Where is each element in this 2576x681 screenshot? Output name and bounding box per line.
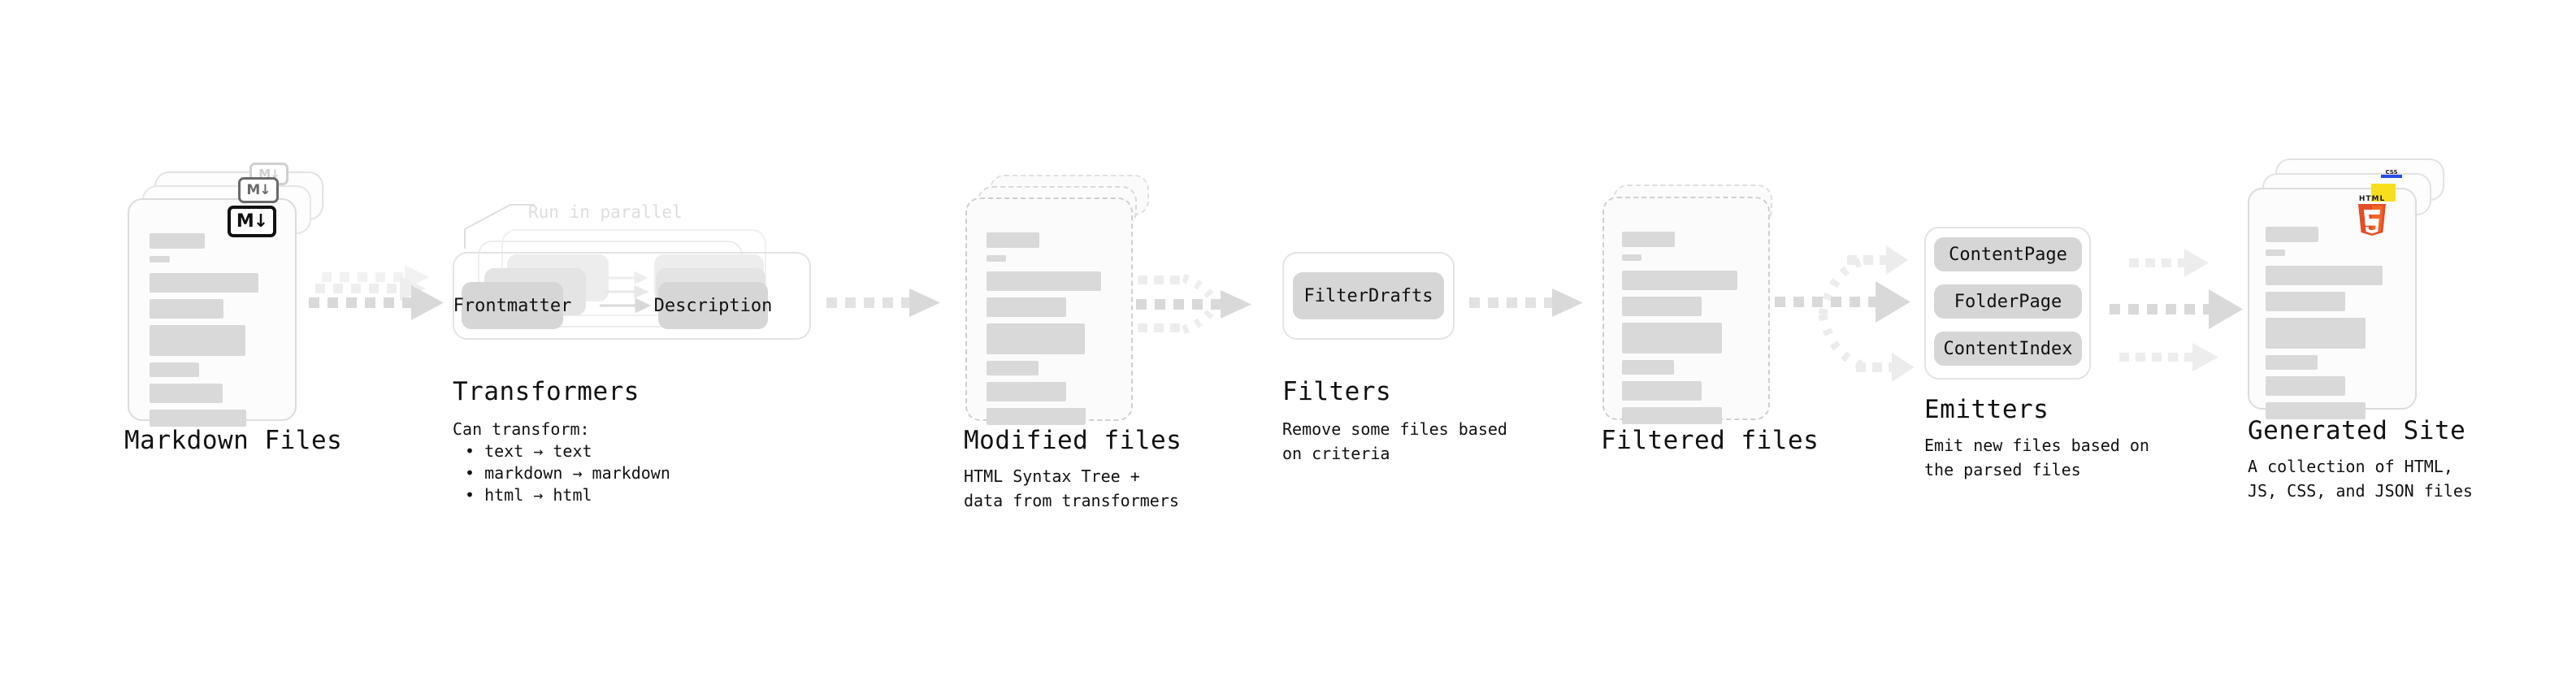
filtered-files-title: Filtered files [1601,426,1819,455]
arrow-transformers-to-modified [826,280,948,337]
filters-group [1282,252,1455,340]
site-card-lines [2249,189,2415,419]
markdown-badge: M↓ [228,206,276,237]
transformers-subtitle: Can transform: [453,419,590,439]
filters-title: Filters [1282,377,1392,406]
run-in-parallel-bracket [463,202,553,250]
markdown-card-front [128,198,297,427]
emitters-subtitle: Emit new files based on the parsed files [1924,436,2149,479]
css3-icon: CSS [2381,167,2402,180]
arrow-filtered-to-emitters [1775,229,1924,384]
emitter-pill-contentpage[interactable]: ContentPage [1934,237,2082,271]
emitters-title: Emitters [1924,395,2049,424]
filtered-card-front [1602,197,1770,424]
transformers-bullet-0: • text → text [465,441,592,461]
filter-pill-filterdrafts[interactable]: FilterDrafts [1293,272,1444,319]
filters-subtitle: Remove some files based on criteria [1282,419,1507,463]
transformers-group [453,252,811,340]
emitters-group [1924,227,2091,380]
markdown-badge-back-1: M↓ [238,177,279,203]
run-in-parallel-label: Run in parallel [528,202,683,222]
modified-files-subtitle: HTML Syntax Tree + data from transformer… [964,466,1179,510]
modified-card-front [965,197,1133,425]
site-card-front [2248,188,2417,419]
svg-text:HTML: HTML [2359,195,2385,203]
generated-site-subtitle: A collection of HTML, JS, CSS, and JSON … [2248,457,2473,501]
markdown-card-lines [129,200,295,427]
transformers-title: Transformers [453,377,640,406]
generated-site-title: Generated Site [2248,416,2466,445]
filtered-card-lines [1604,198,1768,424]
transformer-pill-description[interactable]: Description [654,282,772,329]
modified-card-lines [967,199,1131,425]
transformer-inner-arrows [600,271,697,337]
transformer-pill-frontmatter[interactable]: Frontmatter [453,282,571,329]
js-icon [2371,184,2396,202]
svg-text:CSS: CSS [2385,169,2397,176]
transformers-bullet-1: • markdown → markdown [465,463,670,483]
modified-files-title: Modified files [964,426,1182,455]
markdown-files-title: Markdown Files [124,426,343,455]
transformers-bullet-2: • html → html [465,485,592,505]
arrow-emitters-to-site [2103,236,2257,382]
emitter-pill-contentindex[interactable]: ContentIndex [1934,332,2082,366]
html5-icon: HTML [2354,192,2390,236]
arrow-filters-to-filtered [1469,280,1591,337]
arrow-markdown-to-transformers [307,265,453,358]
emitter-pill-folderpage[interactable]: FolderPage [1934,284,2082,319]
arrow-modified-to-filters [1136,260,1276,358]
